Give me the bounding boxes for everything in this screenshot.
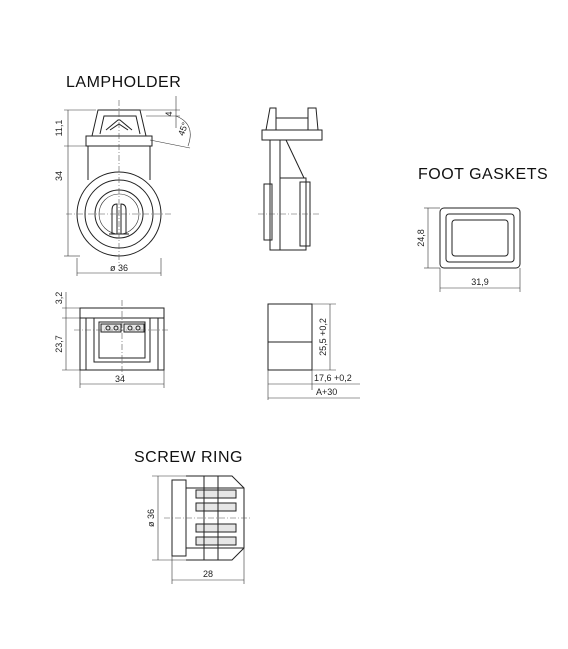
dim-ring-diameter: ø 36 <box>146 509 156 527</box>
dim-ring-depth: 28 <box>203 569 213 579</box>
foot-gaskets-title: FOOT GASKETS <box>418 166 549 183</box>
dim-lamp-top-height: 11,1 <box>54 120 64 137</box>
dim-gasket-height: 24,8 <box>416 229 426 247</box>
foot-front-view: 3,2 23,7 34 <box>54 292 170 388</box>
dim-foot-width: 34 <box>115 374 125 384</box>
dim-side-height: 25,5 +0,2 <box>318 318 328 356</box>
dim-foot-total-height: 23,7 <box>54 335 64 353</box>
dim-foot-height: 3,2 <box>54 292 64 305</box>
dim-lamp-diameter: ø 36 <box>110 263 128 273</box>
dim-side-depth: 17,6 +0,2 <box>314 373 352 383</box>
dim-lamp-angle: 45° <box>176 120 190 137</box>
dim-gasket-width: 31,9 <box>471 277 489 287</box>
dim-lamp-small: 4 <box>164 111 174 116</box>
lampholder-title: LAMPHOLDER <box>66 74 182 91</box>
foot-gasket-view: 24,8 31,9 <box>416 207 521 292</box>
screw-ring-view: ø 36 28 <box>146 475 252 584</box>
lampholder-front-view: 11,1 34 ø 36 4 45° <box>54 96 191 276</box>
dim-lamp-body-height: 34 <box>54 171 64 181</box>
foot-side-view: 25,5 +0,2 17,6 +0,2 A+30 <box>267 303 360 400</box>
dim-side-total: A+30 <box>316 387 337 397</box>
lampholder-side-view <box>258 107 323 251</box>
screw-ring-title: SCREW RING <box>134 449 243 466</box>
